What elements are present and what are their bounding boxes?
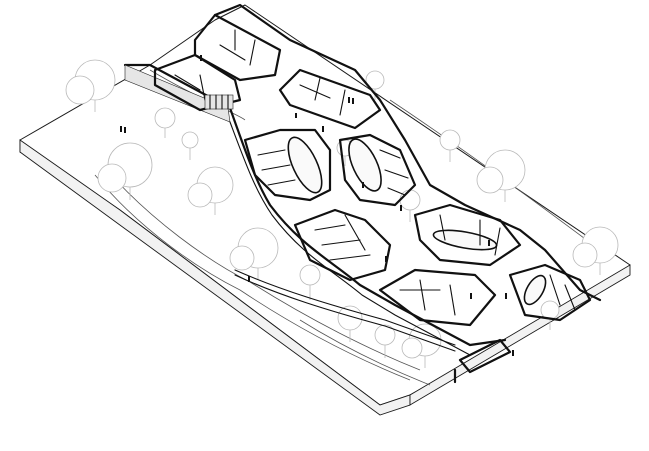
person-icon — [362, 182, 364, 188]
outer-wall-right — [213, 3, 602, 302]
retaining-wall — [234, 269, 456, 352]
site-platform — [19, 4, 631, 416]
tree-icon — [374, 324, 396, 358]
stair-block — [204, 94, 234, 110]
person-icon — [352, 98, 354, 104]
tree-icon — [572, 226, 619, 275]
tree-icon — [476, 149, 526, 202]
person-icon — [488, 240, 490, 246]
oval-courtyard — [348, 138, 382, 192]
tree-icon — [299, 264, 321, 300]
upper-right-rooms — [278, 68, 382, 130]
right-rooms-cluster — [413, 203, 522, 267]
person-icon — [348, 97, 350, 103]
people — [120, 55, 514, 356]
lower-path — [299, 319, 431, 386]
oval-courtyard — [523, 274, 547, 306]
person-icon — [470, 293, 472, 299]
far-right-rooms — [508, 263, 592, 322]
trees — [65, 59, 619, 368]
lower-middle-rooms — [293, 208, 392, 282]
person-icon — [248, 276, 250, 282]
tree-icon — [187, 166, 234, 215]
tree-icon — [229, 227, 279, 280]
person-icon — [512, 350, 514, 356]
ramp-path — [94, 174, 411, 381]
middle-rooms-left — [243, 128, 332, 202]
tree-icon — [154, 107, 176, 138]
person-icon — [400, 205, 402, 211]
person-icon — [322, 126, 324, 132]
end-wall-lower — [458, 338, 512, 374]
tree-icon — [97, 142, 153, 200]
person-icon — [385, 256, 387, 262]
tree-icon — [65, 59, 116, 112]
person-icon — [124, 127, 126, 133]
middle-rooms-right — [338, 133, 417, 207]
outer-wall-left — [123, 63, 507, 347]
tree-icon — [181, 131, 199, 160]
person-icon — [200, 55, 202, 61]
tree-icon — [439, 129, 461, 162]
person-icon — [295, 113, 297, 118]
building-walls — [123, 3, 602, 384]
lower-rooms — [378, 268, 497, 327]
person-icon — [505, 293, 507, 299]
oval-courtyard — [287, 136, 323, 194]
person-icon — [120, 126, 122, 132]
upper-rooms — [153, 13, 282, 112]
